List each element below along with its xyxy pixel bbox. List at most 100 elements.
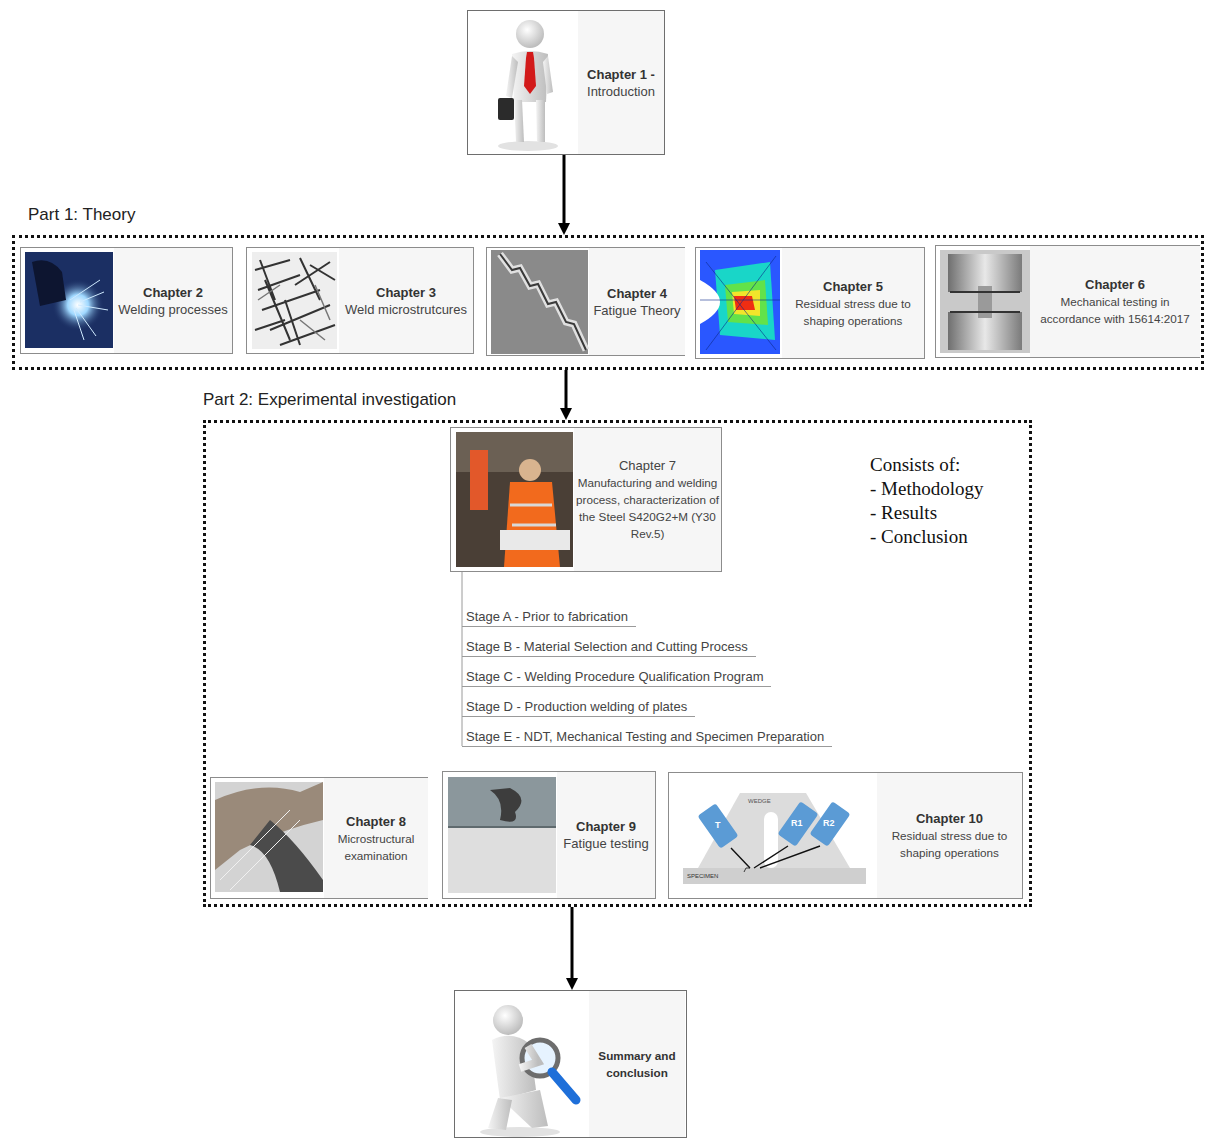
part-group-box: Part 1: TheoryChapter 2Welding processes… bbox=[12, 235, 1204, 370]
microstructure-photo-part bbox=[220, 810, 300, 890]
inspector-figure bbox=[480, 1005, 576, 1137]
stage-tree-line bbox=[462, 572, 463, 746]
text-area: Chapter 4Fatigue Theory bbox=[589, 248, 685, 355]
figure-label: R2 bbox=[823, 818, 835, 829]
welding-photo-part bbox=[25, 252, 113, 348]
figure-label: WEDGE bbox=[748, 797, 771, 805]
text-area: Chapter 6Mechanical testing in accordanc… bbox=[1030, 246, 1200, 357]
chapter-title: Chapter 6 bbox=[1085, 276, 1145, 293]
text-area: Chapter 8Microstructural examination bbox=[324, 778, 428, 898]
businessman-figure-part bbox=[498, 141, 558, 151]
fatigue-specimen-photo-part bbox=[490, 788, 521, 822]
fatigue-specimen-photo-part bbox=[448, 777, 556, 893]
chapter-subtitle: Introduction bbox=[587, 83, 655, 100]
stage-item: Stage C - Welding Procedure Qualificatio… bbox=[462, 669, 771, 687]
tensile-machine-image-part bbox=[978, 286, 992, 318]
welder-photo bbox=[456, 432, 573, 567]
ultrasonic-setup-illustration-part bbox=[810, 801, 851, 846]
part-contents-list: Consists of:- Methodology- Results- Conc… bbox=[870, 453, 983, 549]
figure-label: T bbox=[715, 820, 721, 831]
welding-photo-part bbox=[70, 280, 108, 340]
chapter-subtitle: Mechanical testing in accordance with 15… bbox=[1030, 293, 1200, 327]
microstructure-photo-part bbox=[250, 820, 323, 892]
stress-contour-image-part bbox=[725, 280, 768, 325]
chapter-title: Chapter 3 bbox=[376, 284, 436, 301]
welder-photo-part bbox=[510, 505, 556, 525]
tensile-machine-image-part bbox=[950, 292, 1020, 312]
arrow-head bbox=[558, 223, 570, 235]
arrow-shaft bbox=[563, 155, 566, 224]
list-item: Consists of: bbox=[870, 453, 983, 477]
stage-item: Stage B - Material Selection and Cutting… bbox=[462, 639, 756, 657]
ultrasonic-setup-illustration-part bbox=[731, 846, 820, 868]
chapter-box: Chapter 4Fatigue Theory bbox=[486, 247, 685, 356]
ultrasonic-setup-illustration-part bbox=[698, 803, 739, 848]
microstructure-photo bbox=[215, 782, 323, 892]
businessman-figure-part bbox=[536, 100, 545, 142]
chapter-title: Chapter 8 bbox=[346, 813, 406, 830]
businessman-figure-part bbox=[543, 56, 553, 94]
chapter-subtitle: Fatigue Theory bbox=[593, 302, 680, 319]
stage-item: Stage A - Prior to fabrication bbox=[462, 609, 636, 627]
text-area: Chapter 9Fatigue testing bbox=[557, 772, 655, 898]
fatigue-crack-image-part bbox=[500, 254, 586, 350]
tensile-machine-image-part bbox=[940, 250, 1030, 353]
inspector-figure-part bbox=[552, 1072, 576, 1100]
chapter-title: Chapter 4 bbox=[607, 285, 667, 302]
chapter-title: Chapter 7 bbox=[619, 457, 676, 474]
ultrasonic-setup-illustration-part bbox=[744, 868, 750, 872]
businessman-figure-part bbox=[512, 51, 548, 102]
list-item: - Methodology bbox=[870, 477, 983, 501]
businessman-figure-part bbox=[524, 52, 536, 94]
businessman-figure-part bbox=[514, 100, 524, 142]
businessman-figure-part bbox=[498, 98, 514, 120]
stage-item: Stage E - NDT, Mechanical Testing and Sp… bbox=[462, 729, 832, 747]
flow-arrow bbox=[558, 155, 570, 235]
inspector-figure-part bbox=[493, 1005, 523, 1035]
fatigue-specimen-photo bbox=[448, 777, 556, 893]
chapter-box: Summary and conclusion bbox=[454, 990, 687, 1138]
text-area: Chapter 7Manufacturing and welding proce… bbox=[574, 428, 721, 571]
welder-photo-part bbox=[470, 450, 488, 510]
welding-photo bbox=[25, 252, 113, 348]
businessman-figure-part bbox=[516, 20, 544, 48]
stress-contour-image-part bbox=[715, 262, 775, 340]
microstructure-image-part bbox=[255, 258, 335, 345]
flow-arrow bbox=[560, 370, 572, 420]
chapter-title: Chapter 10 bbox=[916, 810, 983, 827]
ultrasonic-setup-illustration-part bbox=[778, 801, 819, 846]
inspector-figure-part bbox=[488, 1098, 512, 1130]
part-group-box: Part 2: Experimental investigationConsis… bbox=[203, 420, 1032, 907]
microstructure-image-part bbox=[258, 285, 330, 340]
chapter-title: Chapter 2 bbox=[143, 284, 203, 301]
inspector-figure-part bbox=[520, 1046, 538, 1068]
part-heading: Part 1: Theory bbox=[28, 205, 135, 225]
microstructure-image bbox=[252, 252, 337, 349]
list-item: - Conclusion bbox=[870, 525, 983, 549]
text-area: Summary and conclusion bbox=[589, 991, 685, 1137]
chapter-title: Chapter 9 bbox=[576, 818, 636, 835]
figure-label: R1 bbox=[791, 818, 803, 829]
chapter-subtitle: Residual stress due to shaping operation… bbox=[782, 295, 924, 329]
inspector-figure-part bbox=[480, 1127, 560, 1137]
welder-photo-part bbox=[500, 530, 570, 550]
chapter-title: Summary and conclusion bbox=[589, 1047, 685, 1081]
microstructure-photo-part bbox=[215, 782, 323, 892]
chapter-subtitle: Welding processes bbox=[118, 301, 228, 318]
chapter-title: Chapter 1 - bbox=[587, 66, 655, 83]
text-area: Chapter 5Residual stress due to shaping … bbox=[782, 248, 924, 358]
arrow-head bbox=[560, 408, 572, 420]
chapter-box: Chapter 7Manufacturing and welding proce… bbox=[450, 427, 722, 572]
microstructure-image-part bbox=[252, 252, 337, 349]
chapter-box: Chapter 8Microstructural examination bbox=[210, 777, 428, 899]
chapter-subtitle: Microstructural examination bbox=[324, 830, 428, 864]
chapter-box: Chapter 2Welding processes bbox=[20, 247, 233, 354]
chapter-title: Chapter 5 bbox=[823, 278, 883, 295]
part-heading: Part 2: Experimental investigation bbox=[203, 390, 456, 410]
chapter-box: Chapter 9Fatigue testing bbox=[442, 771, 656, 899]
businessman-figure-part bbox=[506, 56, 518, 98]
welding-photo-part bbox=[32, 260, 66, 306]
businessman-figure bbox=[498, 20, 558, 151]
arrow-shaft bbox=[571, 907, 574, 979]
